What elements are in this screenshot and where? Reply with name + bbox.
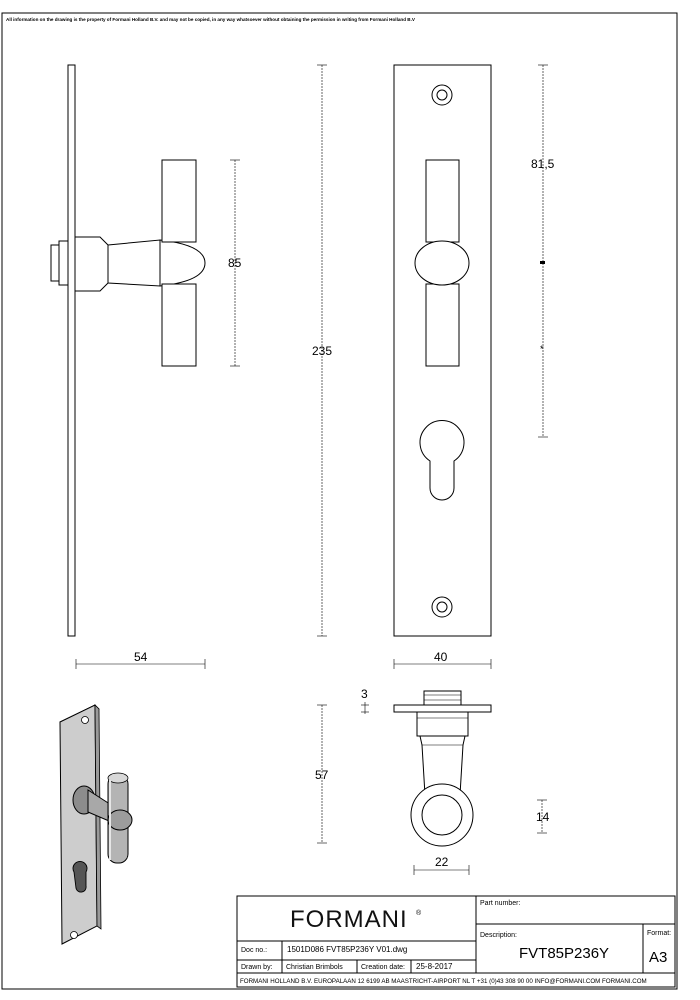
side-view-spindle-collar bbox=[58, 240, 69, 286]
description-label: Description: bbox=[480, 932, 517, 939]
dimension-85-label: 85 bbox=[228, 256, 242, 270]
top-view bbox=[393, 690, 492, 847]
drawn-by-value: Christian Brimbols bbox=[286, 964, 343, 971]
dimension-235: 235 bbox=[312, 64, 332, 637]
side-view-neck bbox=[107, 239, 161, 287]
dimension-14: 14 bbox=[536, 799, 550, 834]
company-footer: FORMANI HOLLAND B.V. EUROPALAAN 12 6199 … bbox=[240, 978, 647, 985]
front-view-knuckle bbox=[414, 240, 470, 286]
isometric-view bbox=[59, 704, 133, 945]
dimension-center-tick bbox=[540, 261, 545, 264]
formani-logo: FORMANI bbox=[290, 906, 408, 933]
part-number-value: FVT85P236Y bbox=[519, 945, 609, 962]
dimension-40-label: 40 bbox=[434, 650, 448, 664]
drawn-by-label: Drawn by: bbox=[241, 964, 273, 971]
front-view-cylinder-hole bbox=[419, 420, 465, 501]
dimension-81-5-label: 81,5 bbox=[531, 157, 555, 171]
creation-date-value: 25-8-2017 bbox=[416, 962, 453, 971]
side-view-knuckle bbox=[159, 239, 206, 287]
dimension-22: 22 bbox=[413, 855, 470, 875]
isometric-plate bbox=[59, 704, 98, 945]
side-view-spindle bbox=[50, 244, 60, 282]
dimension-3: 3 bbox=[361, 687, 369, 714]
dimension-40: 40 bbox=[393, 650, 492, 669]
dimension-235-label: 235 bbox=[312, 344, 332, 358]
dimension-85: 85 bbox=[228, 159, 242, 367]
top-view-spindle bbox=[423, 690, 462, 706]
front-view-t-bar-top bbox=[425, 159, 460, 243]
side-view-rose bbox=[74, 236, 109, 292]
copyright-notice: All information on the drawing is the pr… bbox=[6, 17, 416, 22]
dimension-3-label: 3 bbox=[361, 687, 368, 701]
side-view-backplate bbox=[67, 64, 76, 637]
isometric-cylinder-hole bbox=[72, 860, 88, 893]
dimension-22-label: 22 bbox=[435, 855, 449, 869]
dimension-81-5: 81,5 * bbox=[531, 64, 555, 438]
doc-no-value: 1501D086 FVT85P236Y V01.dwg bbox=[287, 945, 407, 954]
dimension-14-label: 14 bbox=[536, 810, 550, 824]
side-view-t-bar-top bbox=[161, 159, 197, 243]
top-view-plate bbox=[393, 704, 492, 713]
dimension-54-label: 54 bbox=[134, 650, 148, 664]
creation-date-label: Creation date: bbox=[361, 964, 405, 971]
dimension-54: 54 bbox=[75, 650, 206, 669]
side-view bbox=[50, 64, 206, 637]
dimension-marker: * bbox=[540, 344, 544, 354]
formani-logo-mark: ® bbox=[416, 909, 422, 917]
side-view-t-bar-bottom bbox=[161, 283, 197, 367]
part-number-label: Part number: bbox=[480, 900, 521, 907]
front-view bbox=[393, 64, 492, 637]
top-view-rose bbox=[416, 711, 469, 737]
doc-no-label: Doc no.: bbox=[241, 947, 267, 954]
dimension-57-label: 57 bbox=[315, 768, 329, 782]
front-view-t-bar-bottom bbox=[425, 283, 460, 367]
title-block: FORMANI ® Part number: Description: FVT8… bbox=[236, 895, 676, 988]
format-label: Format: bbox=[647, 930, 671, 937]
format-value: A3 bbox=[649, 949, 667, 966]
dimension-57: 57 bbox=[315, 704, 329, 844]
drawing-frame bbox=[1, 12, 678, 990]
